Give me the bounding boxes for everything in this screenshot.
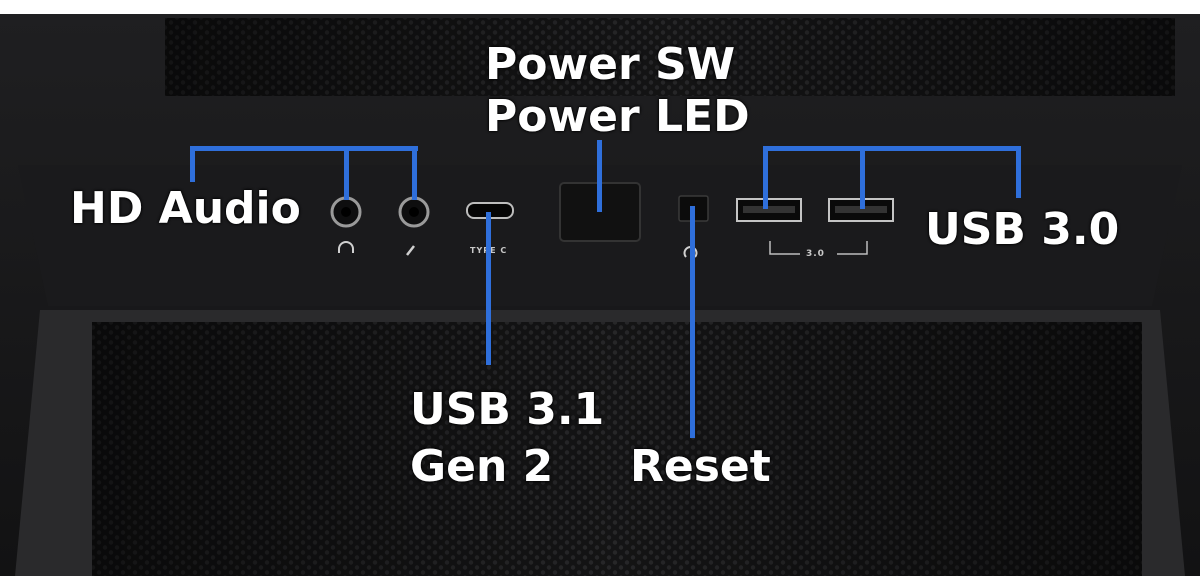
usb-port-1 [736, 198, 802, 222]
usb-port-2 [828, 198, 894, 222]
hd-audio-line-jack1 [344, 146, 349, 200]
hd-audio-line-left [190, 146, 195, 182]
usb31-line [486, 212, 491, 365]
hd-audio-label: HD Audio [70, 183, 301, 234]
mic-jack [398, 196, 430, 228]
usb31-label-line1: USB 3.1 [410, 384, 605, 435]
hd-audio-line-top [190, 146, 418, 151]
headphone-icon [338, 241, 354, 253]
headphone-jack [330, 196, 362, 228]
usb30-line-port2 [860, 146, 865, 209]
power-label-line1: Power SW [485, 39, 736, 90]
usb31-label-line2: Gen 2 [410, 441, 554, 492]
usb-group-bracket [769, 241, 868, 255]
usb30-line-top [763, 146, 1021, 151]
usb30-line-port1 [763, 146, 768, 209]
reset-line [690, 206, 695, 438]
usb-group-marking: 3.0 [806, 249, 825, 259]
usb30-line-right [1016, 146, 1021, 198]
power-line [597, 140, 602, 212]
power-label-line2: Power LED [485, 91, 750, 142]
reset-label: Reset [630, 441, 771, 492]
hd-audio-line-jack2 [412, 146, 417, 200]
microphone-icon [406, 245, 415, 256]
usb30-label: USB 3.0 [925, 204, 1120, 255]
